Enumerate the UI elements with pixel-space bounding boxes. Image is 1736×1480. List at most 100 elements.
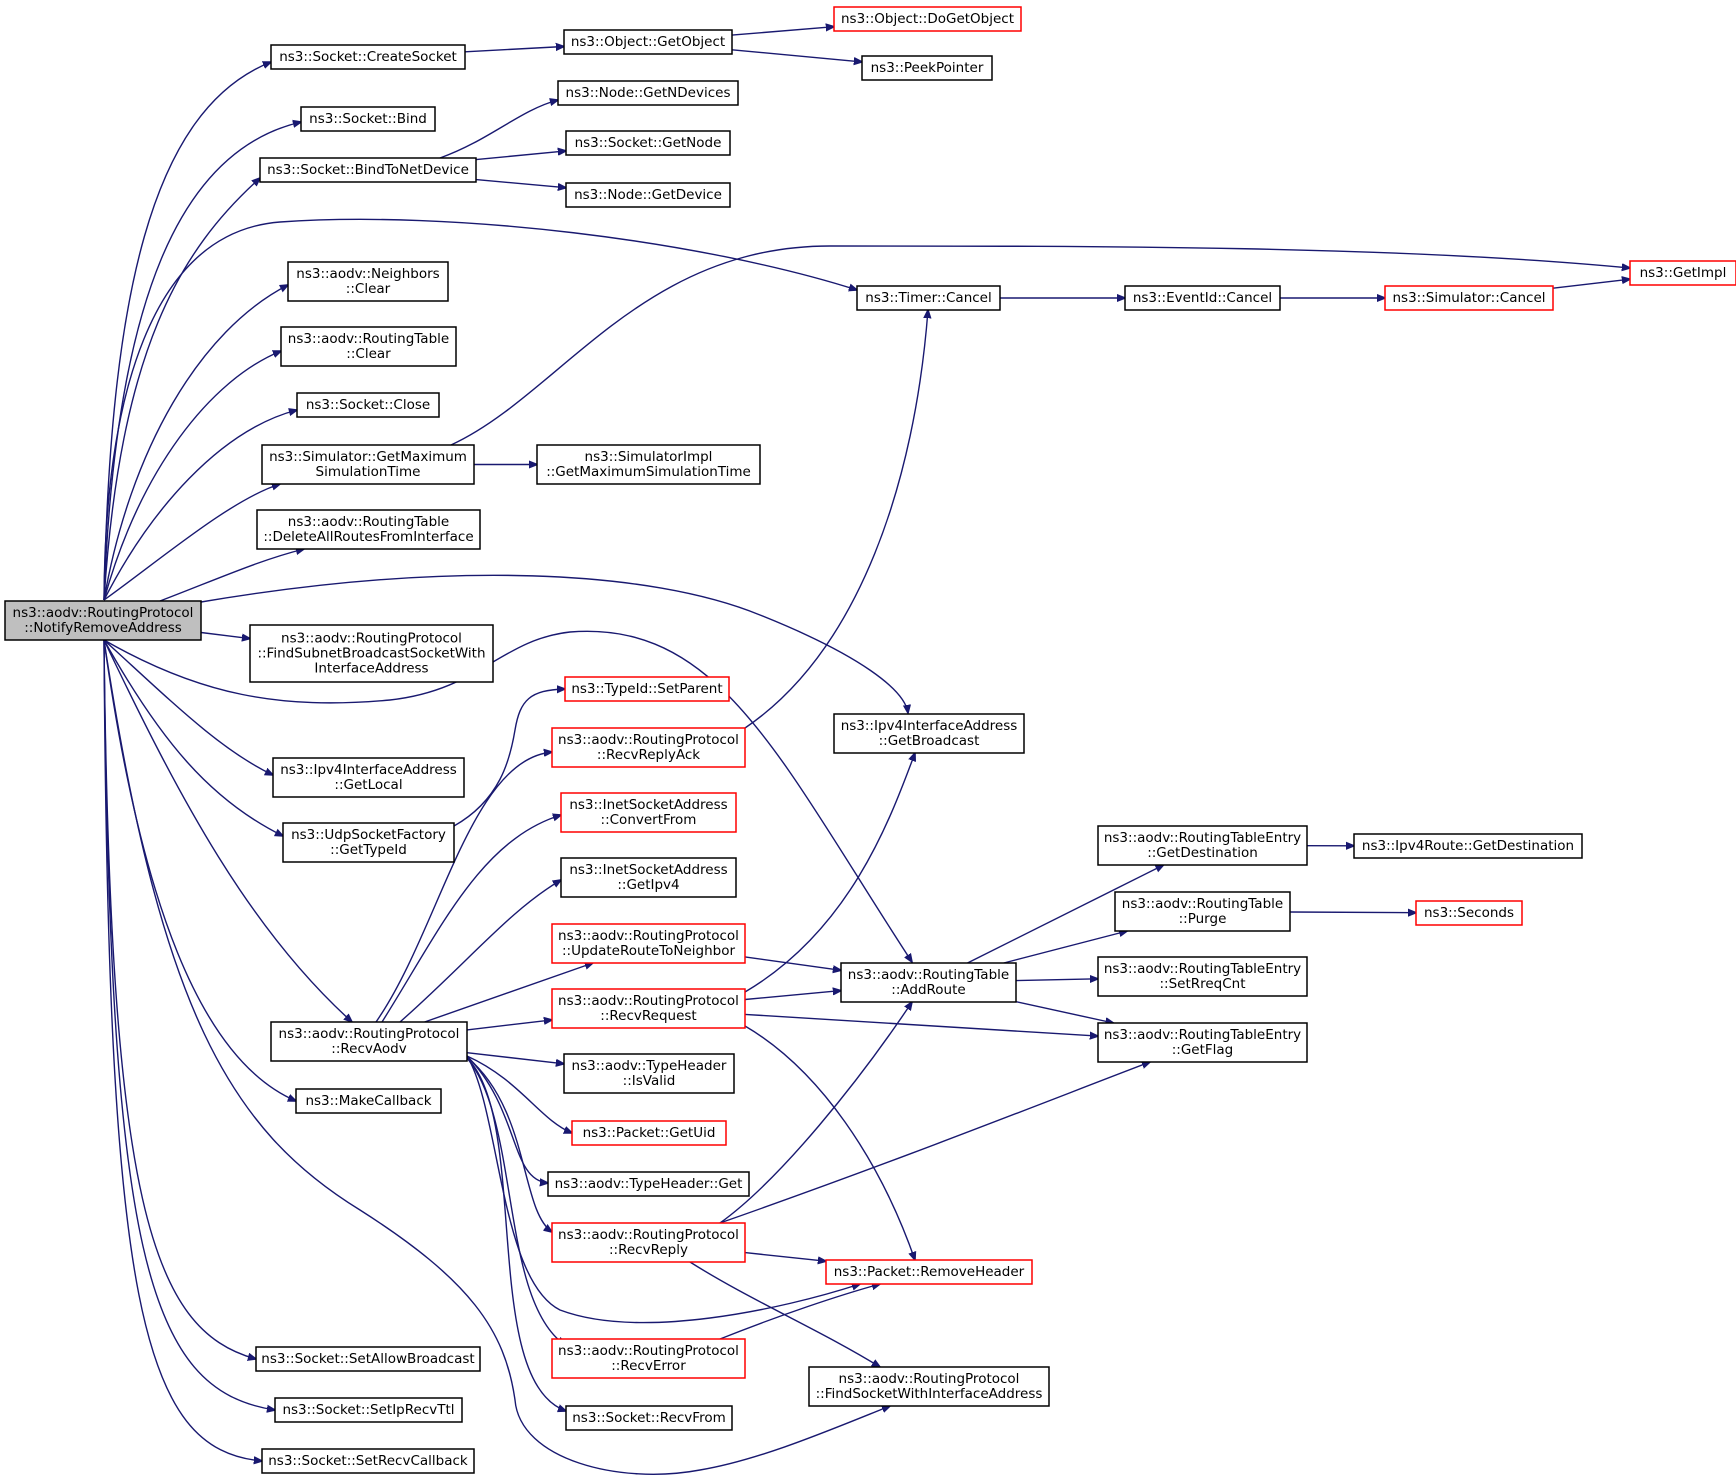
- function-node[interactable]: ns3::aodv::RoutingTable::Clear: [280, 326, 457, 367]
- node-label-line: ::Purge: [1179, 911, 1227, 927]
- function-node[interactable]: ns3::SimulatorImpl::GetMaximumSimulation…: [536, 444, 761, 485]
- function-node[interactable]: ns3::aodv::RoutingTableEntry::GetDestina…: [1097, 825, 1308, 866]
- function-node[interactable]: ns3::Socket::SetIpRecvTtl: [274, 1397, 463, 1423]
- node-label-line: ::UpdateRouteToNeighbor: [562, 943, 735, 959]
- call-edge: [1289, 912, 1416, 913]
- function-node[interactable]: ns3::EventId::Cancel: [1124, 285, 1281, 311]
- function-node[interactable]: ns3::aodv::TypeHeader::IsValid: [563, 1053, 735, 1094]
- call-edge: [424, 963, 593, 1023]
- node-label-line: ::Clear: [346, 346, 391, 362]
- nodes-layer: ns3::aodv::RoutingProtocol::NotifyRemove…: [4, 6, 1736, 1474]
- node-label-line: ns3::SimulatorImpl: [585, 449, 713, 465]
- function-node[interactable]: ns3::Seconds: [1415, 900, 1523, 926]
- node-label-line: ::GetIpv4: [617, 877, 679, 893]
- function-node[interactable]: ns3::Socket::BindToNetDevice: [259, 157, 477, 183]
- function-node[interactable]: ns3::Node::GetDevice: [565, 182, 731, 208]
- edge-arrow: [1552, 279, 1630, 289]
- call-edge: [103, 410, 297, 601]
- function-node[interactable]: ns3::GetImpl: [1629, 260, 1736, 286]
- node-label-line: ns3::Seconds: [1424, 905, 1514, 921]
- call-edge: [439, 100, 558, 159]
- node-box: [564, 676, 730, 702]
- node-box: [1097, 825, 1308, 866]
- node-box: [536, 444, 761, 485]
- function-node[interactable]: ns3::Socket::SetAllowBroadcast: [255, 1346, 481, 1372]
- node-label-line: ns3::aodv::Neighbors: [296, 266, 439, 282]
- edge-arrow: [103, 484, 280, 601]
- function-node[interactable]: ns3::PeekPointer: [861, 55, 993, 81]
- call-edge: [450, 245, 1630, 446]
- function-node[interactable]: ns3::Socket::CreateSocket: [270, 44, 466, 70]
- function-node[interactable]: ns3::Socket::Close: [296, 392, 440, 418]
- node-box: [563, 29, 733, 55]
- function-node[interactable]: ns3::InetSocketAddress::GetIpv4: [560, 857, 737, 898]
- node-box: [4, 600, 202, 641]
- node-box: [547, 1171, 750, 1197]
- function-node[interactable]: ns3::InetSocketAddress::ConvertFrom: [560, 792, 737, 833]
- function-node[interactable]: ns3::aodv::RoutingProtocol::FindSubnetBr…: [249, 624, 494, 683]
- function-node[interactable]: ns3::Simulator::GetMaximumSimulationTime: [261, 444, 475, 485]
- function-node[interactable]: ns3::UdpSocketFactory::GetTypeId: [282, 822, 455, 863]
- function-node[interactable]: ns3::aodv::RoutingTableEntry::GetFlag: [1097, 1022, 1308, 1063]
- node-box: [296, 392, 440, 418]
- node-box: [840, 962, 1017, 1003]
- call-edge: [1552, 279, 1630, 289]
- function-node[interactable]: ns3::Simulator::Cancel: [1384, 285, 1554, 311]
- node-label-line: ns3::Socket::SetRecvCallback: [268, 1453, 468, 1469]
- node-label-line: ::GetTypeId: [330, 842, 407, 858]
- node-box: [1629, 260, 1736, 286]
- function-node[interactable]: ns3::aodv::Neighbors::Clear: [287, 261, 449, 302]
- function-node[interactable]: ns3::Node::GetNDevices: [557, 80, 739, 106]
- call-edge: [466, 1052, 564, 1064]
- function-node[interactable]: ns3::Ipv4InterfaceAddress::GetLocal: [272, 757, 465, 798]
- function-node[interactable]: ns3::Ipv4InterfaceAddress::GetBroadcast: [833, 713, 1025, 754]
- function-node[interactable]: ns3::Object::GetObject: [563, 29, 733, 55]
- edge-arrow: [719, 1002, 912, 1224]
- function-node[interactable]: ns3::Socket::GetNode: [565, 130, 731, 156]
- node-label-line: ns3::aodv::RoutingTableEntry: [1104, 1027, 1301, 1043]
- call-edge: [103, 639, 273, 775]
- edge-arrow: [466, 1055, 572, 1133]
- function-node[interactable]: ns3::aodv::RoutingProtocol::RecvReply: [551, 1222, 746, 1263]
- function-node[interactable]: ns3::TypeId::SetParent: [564, 676, 730, 702]
- function-node[interactable]: ns3::aodv::RoutingProtocol::RecvReplyAck: [551, 727, 746, 768]
- call-edge: [466, 1020, 552, 1031]
- function-node[interactable]: ns3::aodv::RoutingProtocol::RecvError: [551, 1338, 746, 1379]
- function-node[interactable]: ns3::aodv::RoutingTableEntry::SetRreqCnt: [1097, 956, 1308, 997]
- call-edge: [103, 484, 280, 601]
- function-node[interactable]: ns3::Timer::Cancel: [856, 285, 1001, 311]
- node-label-line: ::RecvReply: [609, 1242, 688, 1258]
- edge-arrow: [103, 410, 297, 601]
- function-node[interactable]: ns3::Ipv4Route::GetDestination: [1353, 833, 1583, 859]
- function-node[interactable]: ns3::Object::DoGetObject: [833, 6, 1022, 32]
- function-node[interactable]: ns3::Socket::RecvFrom: [565, 1405, 733, 1431]
- edge-arrow: [159, 549, 304, 602]
- node-box: [565, 182, 731, 208]
- node-label-line: ::NotifyRemoveAddress: [24, 620, 182, 636]
- node-box: [1114, 891, 1291, 932]
- function-node[interactable]: ns3::Socket::SetRecvCallback: [261, 1448, 475, 1474]
- call-edge: [967, 865, 1164, 964]
- function-node[interactable]: ns3::aodv::RoutingTable::DeleteAllRoutes…: [256, 509, 481, 550]
- function-node[interactable]: ns3::aodv::RoutingTable::Purge: [1114, 891, 1291, 932]
- function-node[interactable]: ns3::Socket::Bind: [300, 106, 436, 132]
- function-node[interactable]: ns3::aodv::TypeHeader::Get: [547, 1171, 750, 1197]
- function-node[interactable]: ns3::aodv::RoutingProtocol::RecvRequest: [551, 988, 746, 1029]
- function-node[interactable]: ns3::aodv::RoutingProtocol::FindSocketWi…: [808, 1366, 1050, 1407]
- node-label-line: ::FindSubnetBroadcastSocketWith: [257, 646, 485, 662]
- function-node[interactable]: ns3::aodv::RoutingTable::AddRoute: [840, 962, 1017, 1003]
- node-box: [833, 6, 1022, 32]
- node-label-line: ns3::aodv::RoutingProtocol: [13, 605, 194, 621]
- function-node[interactable]: ns3::MakeCallback: [295, 1088, 442, 1114]
- edge-arrow: [103, 178, 260, 601]
- node-label-line: ns3::Ipv4InterfaceAddress: [280, 762, 457, 778]
- function-node[interactable]: ns3::Packet::GetUid: [571, 1120, 727, 1146]
- function-node[interactable]: ns3::Packet::RemoveHeader: [825, 1259, 1033, 1285]
- function-node[interactable]: ns3::aodv::RoutingProtocol::RecvAodv: [270, 1021, 468, 1062]
- call-edge: [1015, 1001, 1114, 1023]
- function-node[interactable]: ns3::aodv::RoutingProtocol::UpdateRouteT…: [551, 923, 746, 964]
- edge-arrow: [475, 151, 566, 161]
- edge-arrow: [375, 752, 552, 1023]
- node-label-line: ::IsValid: [623, 1073, 676, 1089]
